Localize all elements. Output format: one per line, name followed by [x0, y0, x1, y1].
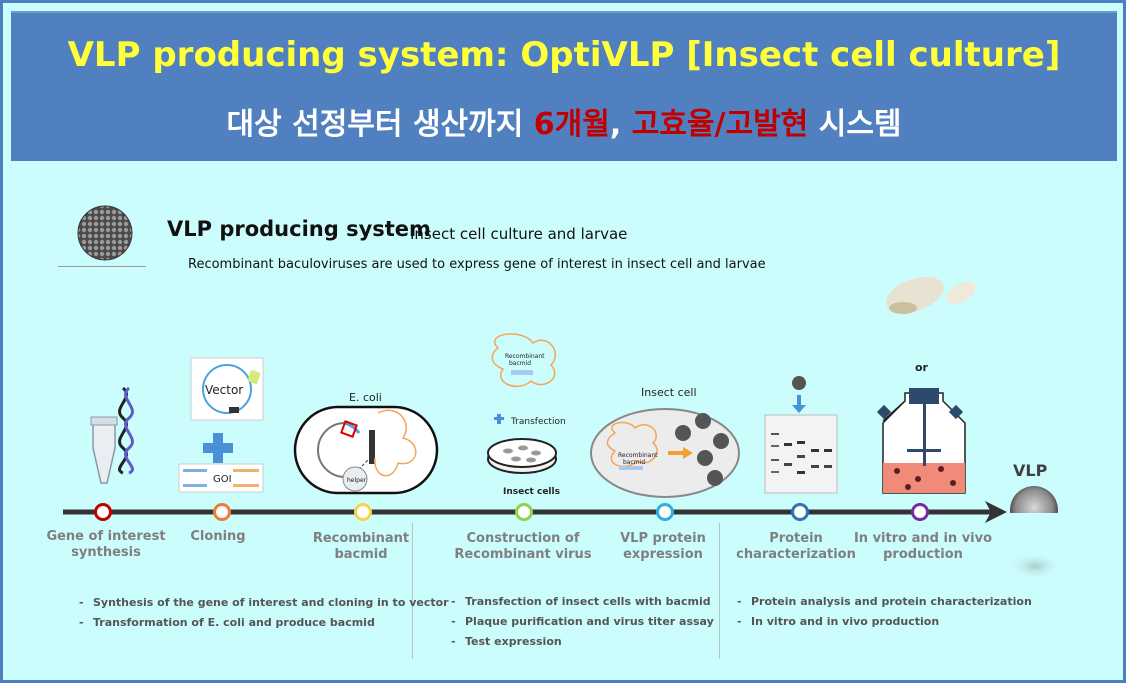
- system-title: VLP producing system: [167, 217, 431, 241]
- cell-bacmid-label-1: Recombinant: [618, 452, 658, 459]
- dna-tube-illustration: [90, 386, 134, 484]
- bacmid-label-1: Recombinant: [505, 353, 545, 360]
- step-marker: [911, 503, 929, 521]
- transfection-label: Transfection: [510, 417, 566, 427]
- insect-cell-label: Insect cell: [641, 386, 697, 399]
- process-illustrations: Vector GOI E. coli helper Recomb: [90, 276, 1058, 513]
- bullet-item: -Protein analysis and protein characteri…: [737, 595, 1032, 608]
- title-underline: [58, 266, 146, 267]
- bullet-item: -In vitro and in vivo production: [737, 615, 940, 628]
- bullets-group-3: -Protein analysis and protein characteri…: [737, 595, 1032, 635]
- gel-illustration: [764, 376, 838, 494]
- goi-label: GOI: [213, 474, 232, 485]
- bullet-item: -Transfection of insect cells with bacmi…: [451, 595, 711, 608]
- bullet-item: -Transformation of E. coli and produce b…: [79, 616, 375, 629]
- cloning-illustration: Vector GOI: [178, 357, 264, 493]
- ecoli-illustration: E. coli helper: [293, 391, 439, 495]
- timeline-arrowhead: [985, 501, 1007, 523]
- insect-cells-label: Insect cells: [503, 487, 560, 497]
- ecoli-label: E. coli: [349, 391, 382, 404]
- system-description: Recombinant baculoviruses are used to ex…: [188, 257, 766, 272]
- vector-label: Vector: [205, 383, 243, 397]
- bacmid-label-2: bacmid: [509, 360, 531, 367]
- subtitle-part-2: ,: [609, 107, 632, 142]
- insect-cell-illustration: Insect cell Recombinant bacmid: [590, 386, 740, 498]
- subtitle-part-1: 대상 선정부터 생산까지: [226, 107, 534, 142]
- banner-title: VLP producing system: OptiVLP [Insect ce…: [67, 35, 1061, 75]
- helper-label: helper: [347, 477, 367, 484]
- diagram-canvas: VLP producing system: OptiVLP [Insect ce…: [3, 3, 1123, 680]
- step-marker: [656, 503, 674, 521]
- step-marker: [791, 503, 809, 521]
- divider-2: [719, 523, 720, 659]
- bullet-item: -Synthesis of the gene of interest and c…: [79, 596, 449, 609]
- bullet-item: -Test expression: [451, 635, 562, 648]
- process-timeline: [63, 501, 1007, 523]
- production-illustration: or: [876, 276, 976, 494]
- step-label-cloning: Cloning: [190, 529, 246, 544]
- vlp-end-illustration: [1010, 486, 1058, 513]
- step-marker: [94, 503, 112, 521]
- subtitle-duration: 6개월: [533, 107, 610, 142]
- header-banner: VLP producing system: OptiVLP [Insect ce…: [11, 11, 1117, 161]
- subtitle-efficiency: 고효율/고발현: [631, 107, 809, 142]
- vlp-end-label: VLP: [1013, 461, 1048, 480]
- bullet-item: -Plaque purification and virus titer ass…: [451, 615, 714, 628]
- system-subtitle: Insect cell culture and larvae: [410, 225, 628, 243]
- step-marker: [213, 503, 231, 521]
- bullets-group-2: -Transfection of insect cells with bacmi…: [451, 595, 714, 655]
- bullets-group-1: -Synthesis of the gene of interest and c…: [79, 596, 449, 636]
- step-marker: [515, 503, 533, 521]
- subtitle-part-3: 시스템: [808, 107, 902, 142]
- step-marker: [354, 503, 372, 521]
- transfection-illustration: Recombinant bacmid Transfection Insect c…: [487, 333, 566, 497]
- vlp-shadow: [1007, 552, 1063, 580]
- divider-1: [412, 523, 413, 659]
- vlp-particle-icon: [77, 205, 133, 261]
- banner-subtitle: 대상 선정부터 생산까지 6개월, 고효율/고발현 시스템: [11, 99, 1117, 143]
- or-label: or: [915, 361, 929, 374]
- cell-bacmid-label-2: bacmid: [623, 459, 645, 466]
